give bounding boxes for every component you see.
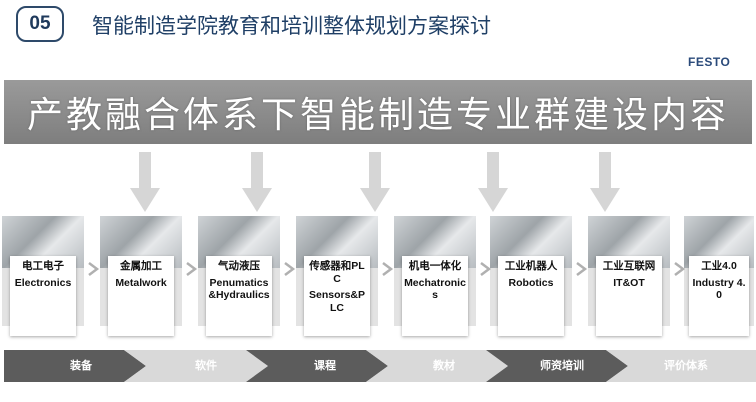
banner-background bbox=[4, 80, 752, 144]
process-step-label: 软件 bbox=[195, 359, 217, 372]
module-title-en: IT&OT bbox=[613, 276, 645, 289]
process-arrow bbox=[606, 350, 756, 382]
module-card-mechatronics: 机电一体化 Mechatronics bbox=[394, 216, 476, 336]
chevron-right-icon bbox=[382, 262, 394, 276]
module-label-box: 电工电子 Electronics bbox=[10, 256, 76, 336]
module-label-box: 气动液压 Penumatics&Hydraulics bbox=[206, 256, 272, 336]
chevron-right-icon bbox=[284, 262, 296, 276]
process-step-label: 评价体系 bbox=[664, 359, 708, 372]
down-arrow-icon bbox=[360, 152, 390, 212]
module-label-box: 工业4.0 Industry 4.0 bbox=[689, 256, 749, 336]
module-label-box: 工业互联网 IT&OT bbox=[596, 256, 662, 336]
module-title-en: Industry 4.0 bbox=[692, 276, 746, 302]
module-label-box: 工业机器人 Robotics bbox=[498, 256, 564, 336]
module-card-robotics: 工业机器人 Robotics bbox=[490, 216, 572, 336]
down-arrow-icon bbox=[130, 152, 160, 212]
module-card-it-ot: 工业互联网 IT&OT bbox=[588, 216, 670, 336]
festo-logo: FESTO bbox=[688, 55, 731, 69]
module-title-zh: 工业机器人 bbox=[504, 260, 558, 272]
module-card-metalwork: 金属加工 Metalwork bbox=[100, 216, 182, 336]
chevron-right-icon bbox=[186, 262, 198, 276]
module-title-zh: 工业4.0 bbox=[701, 260, 737, 272]
process-step-label: 师资培训 bbox=[540, 359, 584, 372]
module-card-electronics: 电工电子 Electronics bbox=[2, 216, 84, 336]
module-title-en: Penumatics&Hydraulics bbox=[208, 276, 270, 302]
module-title-zh: 电工电子 bbox=[22, 260, 64, 272]
module-label-box: 传感器和PLC Sensors&PLC bbox=[304, 256, 370, 336]
module-card-industry40: 工业4.0 Industry 4.0 bbox=[684, 216, 754, 336]
module-title-zh: 工业互联网 bbox=[602, 260, 656, 272]
process-step-label: 课程 bbox=[314, 359, 336, 372]
module-title-zh: 金属加工 bbox=[120, 260, 162, 272]
chevron-right-icon bbox=[88, 262, 100, 276]
chevron-right-icon bbox=[674, 262, 686, 276]
banner-title: 产教融合体系下智能制造专业群建设内容 bbox=[26, 95, 729, 136]
down-arrow-icon bbox=[478, 152, 508, 212]
module-label-box: 金属加工 Metalwork bbox=[108, 256, 174, 336]
section-number: 05 bbox=[29, 13, 51, 34]
process-arrow bbox=[366, 350, 508, 382]
down-arrow-icon bbox=[590, 152, 620, 212]
process-arrow-bar bbox=[4, 350, 756, 382]
process-arrow bbox=[246, 350, 388, 382]
process-arrow bbox=[124, 350, 268, 382]
process-step-label: 教材 bbox=[433, 359, 455, 372]
module-title-en: Metalwork bbox=[115, 276, 167, 289]
section-number-badge: 05 bbox=[16, 6, 64, 42]
module-title-zh: 气动液压 bbox=[218, 260, 260, 272]
chevron-right-icon bbox=[480, 262, 492, 276]
module-card-pneumatics: 气动液压 Penumatics&Hydraulics bbox=[198, 216, 280, 336]
module-card-sensors-plc: 传感器和PLC Sensors&PLC bbox=[296, 216, 378, 336]
module-title-zh: 传感器和PLC bbox=[309, 260, 365, 285]
module-title-en: Mechatronics bbox=[404, 276, 466, 302]
page-title: 智能制造学院教育和培训整体规划方案探讨 bbox=[92, 14, 491, 38]
module-title-en: Robotics bbox=[508, 276, 554, 289]
chevron-right-icon bbox=[576, 262, 588, 276]
module-title-en: Sensors&PLC bbox=[308, 289, 366, 314]
process-arrow bbox=[486, 350, 628, 382]
module-title-en: Electronics bbox=[14, 276, 72, 289]
module-title-zh: 机电一体化 bbox=[408, 260, 462, 272]
down-arrow-icon bbox=[242, 152, 272, 212]
process-step-label: 装备 bbox=[70, 359, 92, 372]
process-arrow bbox=[4, 350, 146, 382]
module-label-box: 机电一体化 Mechatronics bbox=[402, 256, 468, 336]
